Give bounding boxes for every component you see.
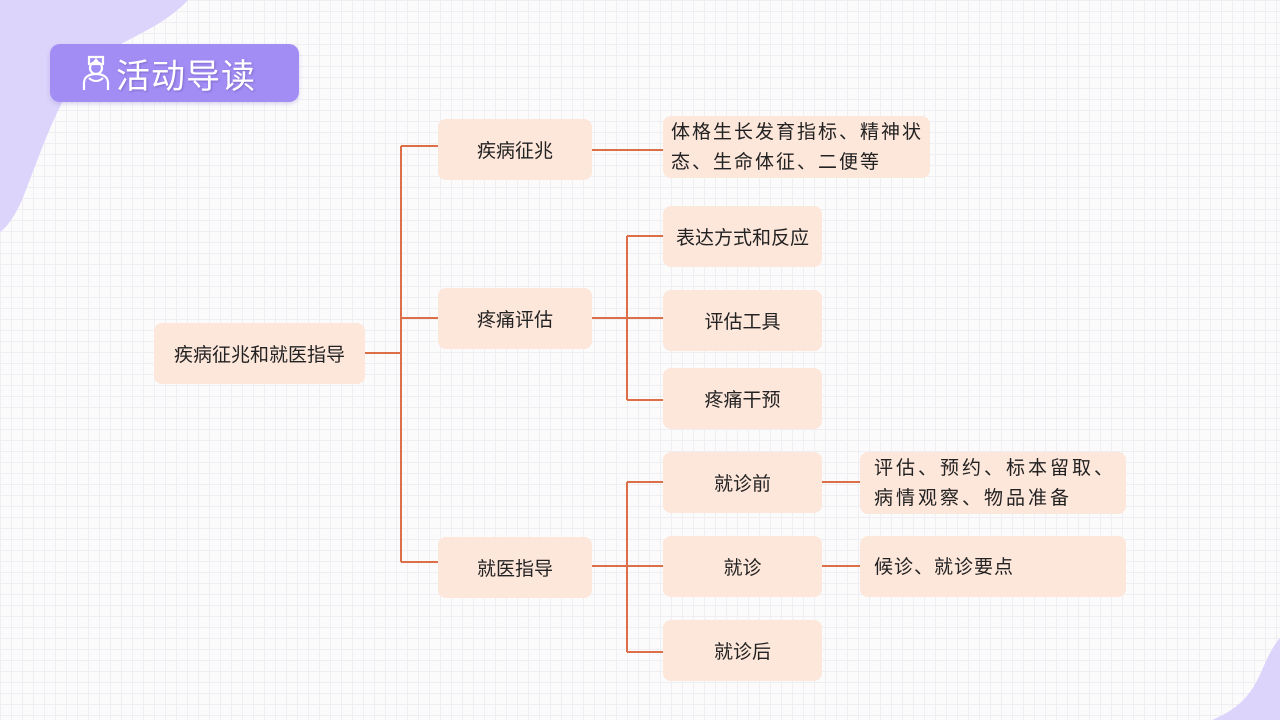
leaf-node-expression-reaction: 表达方式和反应 <box>663 206 822 267</box>
detail-node-during-visit: 候诊、就诊要点 <box>860 536 1126 597</box>
leaf-node-assessment-tools: 评估工具 <box>663 290 822 351</box>
nurse-icon <box>82 55 110 90</box>
branch-node-pain-assessment: 疼痛评估 <box>438 288 592 349</box>
leaf-node-signs-detail: 体格生长发育指标、精神状态、生命体征、二便等 <box>663 116 930 178</box>
section-title-badge: 活动导读 <box>50 44 299 102</box>
leaf-node-pain-intervention: 疼痛干预 <box>663 368 822 429</box>
branch-node-medical-guidance: 就医指导 <box>438 537 592 598</box>
branch-node-disease-signs: 疾病征兆 <box>438 119 592 180</box>
section-title: 活动导读 <box>116 56 256 97</box>
detail-node-before-visit: 评估、预约、标本留取、病情观察、物品准备 <box>860 452 1126 514</box>
leaf-node-before-visit: 就诊前 <box>663 452 822 513</box>
leaf-node-during-visit: 就诊 <box>663 536 822 597</box>
leaf-node-after-visit: 就诊后 <box>663 620 822 681</box>
mindmap-root-node: 疾病征兆和就医指导 <box>154 323 365 384</box>
